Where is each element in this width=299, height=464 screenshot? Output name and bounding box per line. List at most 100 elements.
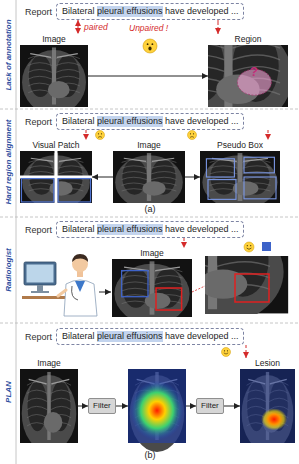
heat-tint xyxy=(128,369,186,443)
xray-rib xyxy=(56,76,80,79)
flow-arrow xyxy=(186,406,196,407)
section-band-label: Radiologist xyxy=(4,248,13,292)
xray-illustration xyxy=(208,45,288,107)
report-heading: Report xyxy=(25,225,52,236)
xray-illustration xyxy=(112,259,192,317)
report-box: ReportBilateral pleural effusions have d… xyxy=(56,113,244,130)
blue-square xyxy=(262,242,271,251)
filter-box: Filter xyxy=(196,398,224,414)
xray-rib xyxy=(242,177,270,179)
xray-rib xyxy=(151,172,176,174)
happy-emoji xyxy=(244,242,254,252)
xray-image: Image xyxy=(20,34,88,107)
xray-ground xyxy=(128,369,186,443)
xray-heart xyxy=(44,412,63,433)
xray-body xyxy=(208,45,288,107)
xray-rib xyxy=(27,398,47,401)
xray-rib xyxy=(28,83,52,86)
xray-rib xyxy=(28,76,52,79)
surprised-emoji xyxy=(143,39,157,53)
bounding-box xyxy=(122,271,148,297)
patch-grid xyxy=(20,151,92,203)
xray-rib xyxy=(58,172,83,174)
xray-rib xyxy=(151,166,176,168)
question-mark: ? xyxy=(250,64,258,79)
xray-rib xyxy=(29,172,54,174)
divider xyxy=(0,323,299,324)
flow-arrow xyxy=(116,406,128,407)
xray-illustration xyxy=(240,369,295,443)
xray-image: Image xyxy=(112,248,192,317)
band-line xyxy=(16,0,17,464)
xray-rib xyxy=(210,166,238,168)
xray-rib xyxy=(27,406,47,409)
xray-rib xyxy=(122,166,147,168)
pseudo-box-image: Pseudo Box xyxy=(200,140,280,203)
xray-rib xyxy=(27,390,47,393)
arrow-connector xyxy=(92,177,113,178)
node-caption: Filter xyxy=(201,401,219,411)
sad-emoji xyxy=(96,131,105,140)
xray-rib xyxy=(122,288,150,291)
xray-rib xyxy=(28,63,52,66)
arrow-connector xyxy=(185,177,200,178)
edge-label: Unpaired ! xyxy=(128,23,169,33)
xray-illustration xyxy=(200,151,280,203)
section-band-label: Hard region alignment xyxy=(4,120,13,205)
region-crop: Region xyxy=(208,34,288,107)
xray-rib xyxy=(58,166,83,168)
report-text: Bilateral pleural effusions have develop… xyxy=(62,116,238,127)
node-caption: Visual Patch xyxy=(20,140,92,151)
dashed-connector xyxy=(86,130,87,140)
dashed-connector xyxy=(218,20,219,34)
xray-rib xyxy=(232,55,280,60)
xray-rib xyxy=(51,390,71,393)
xray-clavicle xyxy=(29,379,70,383)
arrow-connector xyxy=(78,406,88,407)
dashed-connector xyxy=(246,345,247,358)
report-box: ReportBilateral pleural effusions have d… xyxy=(56,221,244,238)
bounding-box xyxy=(244,157,274,173)
lesion-heat xyxy=(261,408,287,430)
xray-heart xyxy=(48,81,70,98)
xray-rib xyxy=(122,282,150,285)
flow-arrow xyxy=(99,292,111,293)
report-box: ReportBilateral pleural effusions have d… xyxy=(56,3,244,20)
xray-image: Image xyxy=(113,140,185,203)
report-heading: Report xyxy=(25,332,52,343)
xray-image: Image xyxy=(20,358,78,443)
node-caption: Image xyxy=(20,358,78,369)
bounding-box xyxy=(206,159,234,177)
xray-ground xyxy=(240,369,295,443)
radiologist-figure xyxy=(22,254,97,316)
xray-heart xyxy=(143,181,166,196)
node-caption: Image xyxy=(113,140,185,151)
visual-patch: Visual Patch xyxy=(20,140,92,203)
xray-rib xyxy=(210,183,238,185)
node-caption: Lesion xyxy=(240,358,295,369)
arrow-connector xyxy=(88,76,208,77)
edge-label: paired xyxy=(83,22,109,32)
happy-emoji xyxy=(222,348,231,357)
xray-rib xyxy=(122,177,147,179)
panel-tag: (a) xyxy=(145,204,156,214)
node-caption: Region xyxy=(208,34,288,45)
node-caption: Image xyxy=(20,34,88,45)
bounding-box xyxy=(208,180,236,200)
bounding-box xyxy=(21,179,53,202)
bounding-box xyxy=(58,179,90,202)
xray-rib xyxy=(29,183,54,185)
heat-blob xyxy=(130,380,184,440)
panel-tag: (b) xyxy=(145,450,156,460)
xray-rib xyxy=(51,398,71,401)
xray-rib xyxy=(154,282,182,285)
divider xyxy=(0,217,299,218)
xray-illustration xyxy=(20,151,92,203)
report-box: ReportBilateral pleural effusions have d… xyxy=(56,328,244,345)
dashed-connector xyxy=(184,238,185,248)
xray-rib xyxy=(28,69,52,72)
xray-rib xyxy=(122,183,147,185)
xray-rib xyxy=(217,262,270,267)
heat-tint xyxy=(240,369,295,443)
